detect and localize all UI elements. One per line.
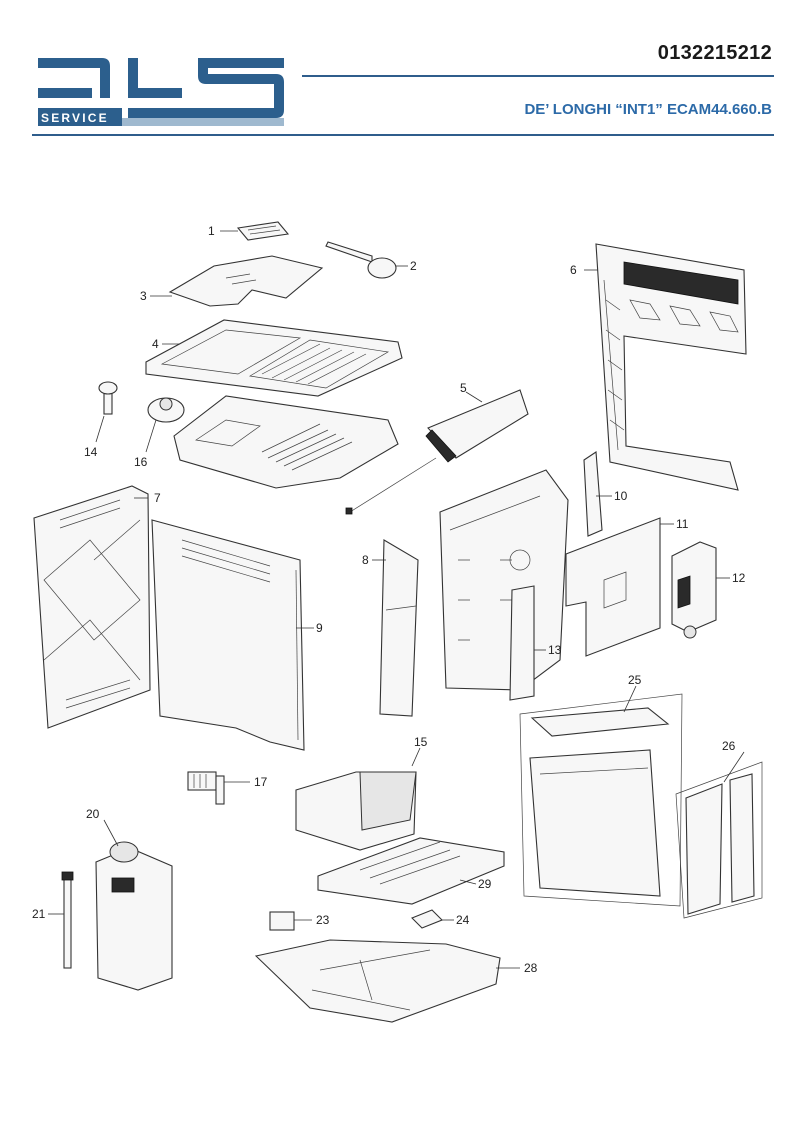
label-part-1: 1	[208, 224, 215, 238]
part-25-water-tank	[519, 693, 683, 907]
part-21-milk-tube	[61, 871, 74, 969]
part-2-measuring-scoop	[325, 241, 397, 279]
label-part-16: 16	[134, 455, 148, 469]
part-28-drip-tray	[254, 939, 501, 1023]
main-chassis	[439, 469, 569, 691]
part-4-top-tray	[145, 319, 403, 397]
label-part-5: 5	[460, 381, 467, 395]
label-part-3: 3	[140, 289, 147, 303]
label-part-24: 24	[456, 913, 470, 927]
logo-letter-s	[128, 58, 284, 118]
label-part-23: 23	[316, 913, 330, 927]
label-part-21: 21	[32, 907, 46, 921]
label-part-26: 26	[722, 739, 736, 753]
part-12-dispenser-unit	[671, 541, 717, 639]
label-part-25: 25	[628, 673, 642, 687]
label-part-8: 8	[362, 553, 369, 567]
header-rule-bottom	[32, 134, 774, 136]
header-rule-top	[302, 75, 774, 77]
part-number-labels: 1 2 3 4 5 6 7 8 9 10 11 12 13 14 15 16 1…	[32, 224, 746, 975]
label-part-20: 20	[86, 807, 100, 821]
leader-lines	[48, 230, 745, 969]
logo-letter-d	[38, 58, 110, 98]
label-part-7: 7	[154, 491, 161, 505]
part-8-trim-panel	[379, 539, 419, 717]
label-part-11: 11	[676, 517, 689, 531]
part-26-side-module	[675, 761, 763, 919]
label-part-9: 9	[316, 621, 323, 635]
label-part-28: 28	[524, 961, 538, 975]
label-part-10: 10	[614, 489, 628, 503]
label-part-15: 15	[414, 735, 428, 749]
bean-hopper-assembly	[173, 395, 399, 489]
part-6-rear-frame	[595, 243, 747, 491]
part-15-grounds-container	[295, 771, 417, 851]
part-13-inner-plate	[509, 585, 535, 701]
part-3-top-lid	[168, 255, 324, 307]
label-part-17: 17	[254, 775, 268, 789]
part-7-side-panel-left	[33, 485, 151, 729]
logo-letter-l	[128, 58, 182, 98]
label-part-14: 14	[84, 445, 98, 459]
part-14-knob	[98, 381, 118, 415]
label-part-12: 12	[732, 571, 746, 585]
part-11-insulation-sheet	[565, 517, 661, 657]
label-part-6: 6	[570, 263, 577, 277]
part-23-float	[269, 911, 295, 931]
label-part-2: 2	[410, 259, 417, 273]
part-20-milk-container	[95, 841, 173, 991]
label-part-29: 29	[478, 877, 492, 891]
label-part-13: 13	[548, 643, 562, 657]
part-17-connector	[187, 771, 225, 805]
model-title: DE’ LONGHI “INT1” ECAM44.660.B	[524, 101, 772, 118]
part-24-clip	[411, 909, 443, 929]
part-9-side-panel-front	[151, 519, 305, 751]
part-29-drip-grid	[317, 837, 505, 905]
part-5-control-panel	[345, 389, 529, 515]
part-10-bracket	[583, 451, 603, 537]
dls-service-logo: SERVICE	[38, 58, 284, 126]
part-16-valve	[147, 397, 185, 423]
document-code: 0132215212	[657, 42, 772, 64]
logo-tagline: SERVICE	[41, 111, 109, 125]
part-1-cup-grille	[236, 221, 290, 241]
label-part-4: 4	[152, 337, 159, 351]
